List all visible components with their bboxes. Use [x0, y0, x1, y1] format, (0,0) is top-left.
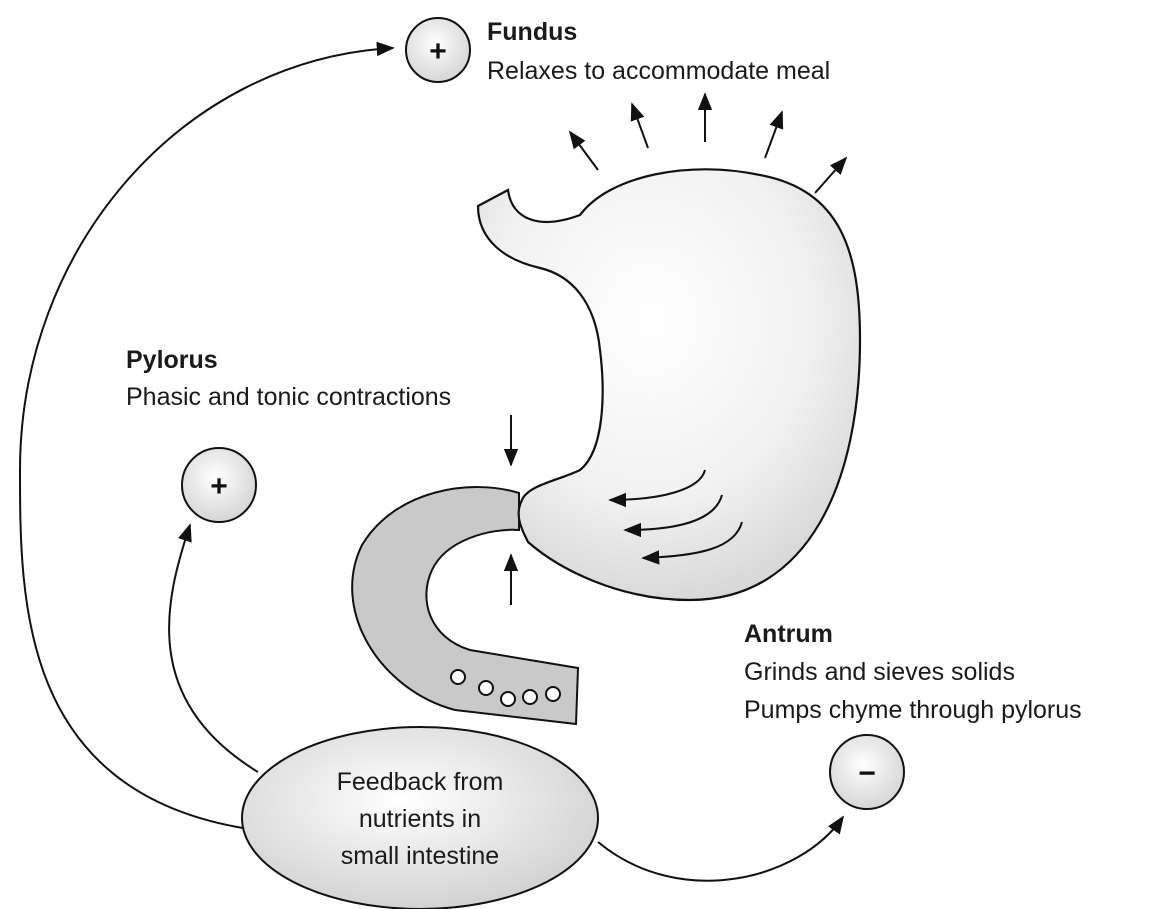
- fundus-sign: +: [406, 18, 470, 82]
- feedback-line-3: small intestine: [341, 842, 499, 870]
- pylorus-description: Phasic and tonic contractions: [126, 383, 451, 411]
- fundus-sign-text: +: [429, 35, 447, 68]
- feedback-oval: Feedback from nutrients in small intesti…: [242, 727, 598, 909]
- pylorus-title: Pylorus: [126, 346, 218, 374]
- antrum-title: Antrum: [744, 620, 833, 648]
- feedback-line-1: Feedback from: [337, 768, 504, 796]
- feedback-to-fundus-arrow: [20, 48, 393, 828]
- antrum-sign: −: [830, 735, 904, 809]
- antrum-sign-text: −: [858, 757, 876, 790]
- antrum-description-1: Grinds and sieves solids: [744, 658, 1015, 686]
- feedback-to-pylorus-arrow: [169, 525, 258, 772]
- fundus-description: Relaxes to accommodate meal: [487, 57, 830, 85]
- feedback-to-antrum-arrow: [598, 817, 843, 881]
- antrum-description-2: Pumps chyme through pylorus: [744, 696, 1082, 724]
- stomach-shape: [478, 169, 860, 600]
- feedback-line-2: nutrients in: [359, 805, 481, 833]
- pylorus-sign-text: +: [210, 470, 228, 503]
- pylorus-sign: +: [182, 448, 256, 522]
- fundus-title: Fundus: [487, 18, 577, 46]
